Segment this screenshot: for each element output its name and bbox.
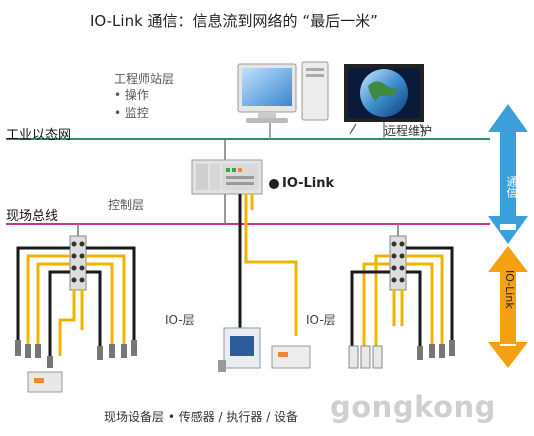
right-sensors — [348, 340, 455, 369]
right-cables — [350, 246, 454, 346]
engineering-item-monitoring: • 监控 — [114, 106, 149, 120]
center-device-right — [271, 345, 311, 369]
io-layer-label-right: IO-层 — [306, 313, 336, 327]
io-layer-label-left: IO-层 — [165, 313, 195, 327]
field-bus-label: 现场总线 — [6, 209, 59, 224]
field-device-layer-label: 现场设备层 • 传感器 / 执行器 / 设备 — [104, 410, 299, 424]
gongkong-watermark: gongkong — [330, 390, 496, 424]
diagram-title: IO-Link 通信：信息流到网络的 “最后一米” — [90, 12, 378, 30]
remote-maintenance-arrows — [349, 123, 427, 135]
right-io-module — [389, 224, 407, 291]
left-cables — [16, 246, 136, 356]
communication-arrow-label: 通信 — [505, 176, 518, 198]
center-cables — [238, 194, 298, 350]
controller-plc-icon — [191, 139, 263, 224]
io-link-logo-text: IO-Link — [282, 176, 335, 191]
globe-monitor-icon — [344, 64, 424, 139]
workstation-pc-icon — [237, 61, 329, 139]
left-io-module — [69, 224, 87, 291]
io-link-arrow — [488, 246, 528, 368]
io-link-logo-icon — [269, 179, 279, 189]
engineering-station-title: 工程师站层 — [114, 72, 175, 86]
io-link-arrow-label: IO-Link — [503, 270, 516, 309]
remote-maintenance-label: 远程维护 — [384, 124, 433, 138]
engineering-item-operation: • 操作 — [114, 88, 149, 102]
center-device-left — [218, 327, 261, 372]
communication-arrow — [488, 104, 528, 244]
industrial-network-label: 工业以态网 — [6, 128, 72, 143]
left-sensors — [15, 340, 137, 393]
control-layer-label: 控制层 — [108, 198, 145, 212]
